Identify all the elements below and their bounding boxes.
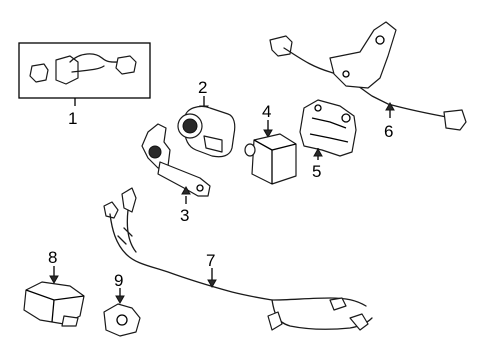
part-6-harness-bracket [269, 21, 467, 131]
part-4-control-module [244, 120, 297, 185]
part-1-frame-box [18, 42, 151, 99]
callout-6: 6 [384, 122, 393, 141]
callout-2: 2 [198, 78, 207, 97]
callout-1: 1 [68, 109, 77, 128]
part-2-sensor [177, 96, 236, 158]
callout-5: 5 [312, 162, 321, 181]
part-8-module [23, 266, 85, 327]
part-5-mount-bracket [299, 99, 357, 160]
callout-8: 8 [48, 248, 57, 267]
callout-7: 7 [206, 251, 215, 270]
part-1-connector-kit [18, 42, 151, 106]
callout-9: 9 [114, 271, 123, 290]
part-3-bracket-arm [141, 123, 211, 204]
part-7-main-harness [103, 187, 373, 331]
callout-3: 3 [180, 206, 189, 225]
callout-4: 4 [262, 102, 271, 121]
part-9-small-bracket [103, 288, 141, 337]
